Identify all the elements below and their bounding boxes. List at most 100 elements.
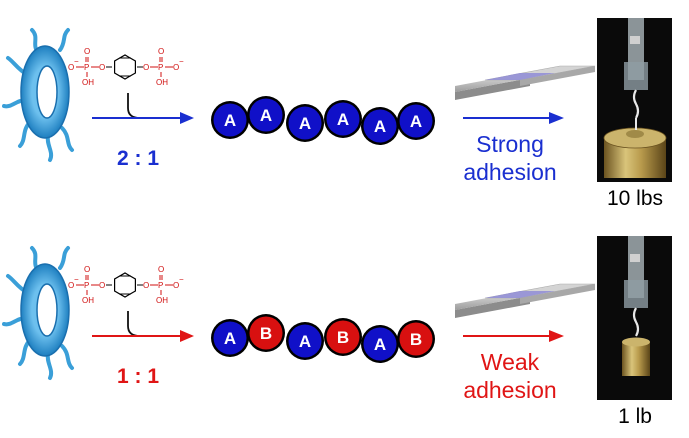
o-label: O (143, 63, 149, 72)
o-minus-label: O (68, 281, 74, 290)
adhesive-overlap (485, 73, 555, 80)
bead-b: B (324, 318, 362, 356)
o-label: O (158, 265, 164, 274)
macrocycle-icon (2, 246, 74, 380)
p-label: P (158, 63, 163, 72)
oh-label: OH (82, 296, 94, 305)
adhesion-label-line2: adhesion (463, 159, 556, 185)
weight-top (622, 337, 650, 347)
o-minus-label: O (173, 63, 179, 72)
weight-label: 10 lbs (607, 187, 663, 210)
plate-bottom-edge (455, 78, 530, 100)
bead-a: A (211, 319, 249, 357)
benzene-ring (113, 272, 136, 298)
ring-hole (36, 283, 58, 337)
p-label: P (84, 281, 89, 290)
adhesion-arrowhead (549, 112, 564, 124)
brass-weight-small (622, 342, 650, 376)
bead-body (326, 102, 360, 136)
reagent-hook (127, 311, 141, 337)
side-chain (45, 351, 54, 380)
o-minus-label: O (173, 281, 179, 290)
bead-label: A (374, 117, 386, 136)
adhesion-label-line2: adhesion (463, 377, 556, 403)
ratio-label: 1 : 1 (117, 365, 159, 388)
adhesion-label-line1: Strong (476, 131, 544, 157)
bead-a: A (397, 102, 435, 140)
bead-label: A (374, 335, 386, 354)
o-minus-label: O (68, 63, 74, 72)
clip (630, 254, 640, 262)
bead-body (363, 327, 397, 361)
bead-body (249, 98, 283, 132)
bead-label: A (224, 329, 236, 348)
side-chain (60, 344, 74, 370)
bead-label: B (410, 330, 422, 349)
oh-label: OH (82, 78, 94, 87)
adhesion-label-line1: Weak (481, 349, 540, 375)
bead-label: A (299, 332, 311, 351)
bead-label: A (410, 112, 422, 131)
o-label: O (84, 47, 90, 56)
lap-shear-plates (455, 283, 596, 318)
bead-a: A (361, 107, 399, 145)
bead-a: A (324, 100, 362, 138)
bead-body (288, 324, 322, 358)
p-label: P (158, 281, 163, 290)
reagent-hook (127, 93, 141, 119)
side-chain (45, 133, 54, 162)
reaction-arrowhead (180, 112, 194, 124)
plate-bottom-edge (455, 296, 530, 318)
ratio-label: 2 : 1 (117, 147, 159, 170)
o-label: O (99, 63, 105, 72)
glass-slide-lower (624, 280, 648, 308)
weight-label: 1 lb (618, 405, 652, 428)
bead-a: A (211, 101, 249, 139)
plate-top-edge (520, 284, 595, 304)
bead-a: A (286, 104, 324, 142)
bead-label: A (224, 111, 236, 130)
bead-a: A (361, 325, 399, 363)
bead-a: A (247, 96, 285, 134)
reaction-arrowhead (180, 330, 194, 342)
lap-shear-plates (455, 65, 596, 100)
side-chain (58, 246, 70, 270)
adhesive-overlap (485, 291, 555, 298)
charge-label: − (179, 57, 184, 66)
bead-label: B (260, 324, 272, 343)
oh-label: OH (156, 78, 168, 87)
side-chain (60, 126, 74, 152)
bead-body (213, 103, 247, 137)
bead-label: A (260, 106, 272, 125)
hook-chain (632, 307, 640, 337)
p-label: P (84, 63, 89, 72)
charge-label: − (74, 57, 79, 66)
bead-body (249, 316, 283, 350)
bead-body (288, 106, 322, 140)
glass-slide-lower (624, 62, 648, 90)
o-label: O (99, 281, 105, 290)
charge-label: − (74, 275, 79, 284)
bead-label: A (299, 114, 311, 133)
ring-hole (36, 65, 58, 119)
charge-label: − (179, 275, 184, 284)
hook-chain (632, 89, 640, 119)
adhesion-arrowhead (549, 330, 564, 342)
side-chain (58, 28, 70, 52)
o-label: O (84, 265, 90, 274)
bead-label: B (337, 328, 349, 347)
bead-body (399, 322, 433, 356)
benzene-ring (113, 54, 136, 80)
bead-body (363, 109, 397, 143)
bead-b: B (397, 320, 435, 358)
weight-knob (626, 130, 644, 138)
weight-photo (597, 236, 672, 400)
weight-photo (597, 18, 672, 182)
